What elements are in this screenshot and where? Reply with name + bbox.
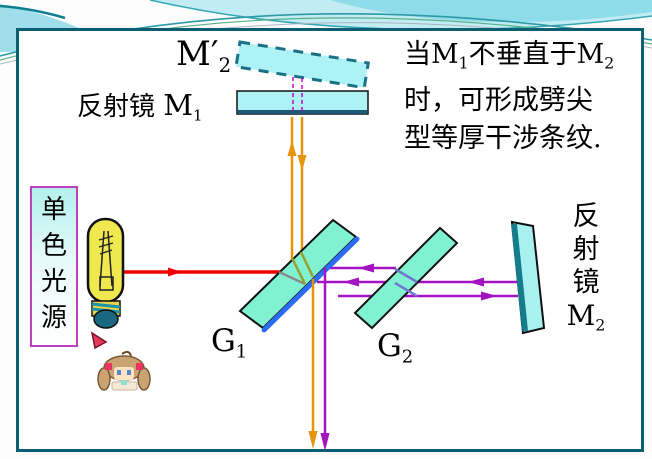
annotation-line-3: 型等厚干涉条纹. <box>404 123 602 155</box>
label-g1: G1 <box>211 323 248 363</box>
annotation-line-2: 时，可形成劈尖 <box>404 85 593 117</box>
annotation-text: 当M1不垂直于M2 时，可形成劈尖 型等厚干涉条纹. <box>404 36 614 158</box>
label-mirror-m1: 反射镜 M1 <box>77 88 203 125</box>
label-light-source: 单 色 光 源 <box>30 186 78 347</box>
label-mirror-m2: 反 射 镜 M2 <box>566 201 606 335</box>
annotation-line-1: 当M1不垂直于M2 <box>404 39 615 73</box>
label-m2-prime: M′2 <box>176 34 232 77</box>
label-g2: G2 <box>377 328 414 368</box>
